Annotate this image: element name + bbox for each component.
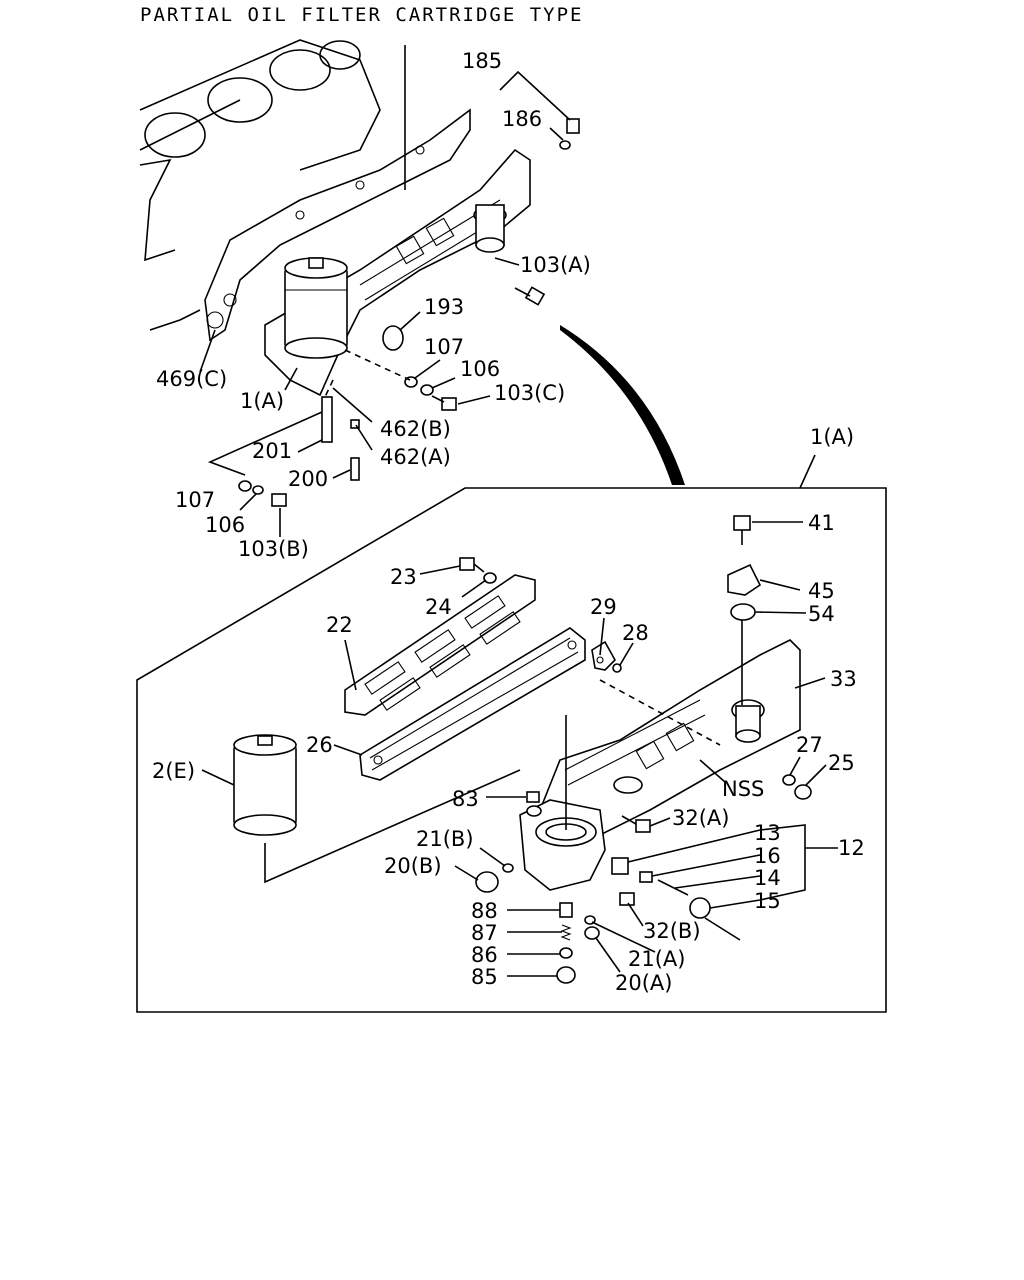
callout-106-top: 106 — [460, 357, 500, 381]
callout-185: 185 — [462, 49, 502, 73]
callout-103a-top: 103(A) — [520, 253, 591, 277]
plug-20a — [584, 926, 600, 940]
callout-107-bottom: 107 — [175, 488, 215, 512]
callout-20b: 20(B) — [384, 854, 442, 878]
plug-83 — [526, 791, 540, 803]
valve-parts-12 — [611, 857, 741, 941]
callout-21b: 21(B) — [416, 827, 474, 851]
diagram-title: PARTIAL OIL FILTER CARTRIDGE TYPE — [140, 4, 584, 26]
washers-upper — [404, 376, 457, 411]
bolt-32a — [621, 815, 651, 833]
oil-cooler-housing-33 — [539, 639, 801, 841]
nut-25 — [794, 784, 812, 800]
callout-88: 88 — [471, 899, 498, 923]
plug-20b — [475, 863, 514, 893]
bolt-32b — [619, 892, 635, 906]
callout-27: 27 — [796, 733, 823, 757]
callout-32a: 32(A) — [672, 806, 729, 830]
callout-32b: 32(B) — [643, 919, 701, 943]
callout-200: 200 — [288, 467, 328, 491]
callout-41: 41 — [808, 511, 835, 535]
callout-1a-left: 1(A) — [240, 389, 284, 413]
cover-45 — [727, 563, 762, 596]
plug-193 — [382, 325, 404, 351]
engine-block-outline — [139, 39, 406, 262]
detail-box — [136, 487, 887, 1013]
callout-33: 33 — [830, 667, 857, 691]
plug-186 — [559, 118, 580, 150]
callout-83: 83 — [452, 787, 479, 811]
callout-54: 54 — [808, 602, 835, 626]
callout-86: 86 — [471, 943, 498, 967]
callout-15: 15 — [754, 889, 781, 913]
callout-462b: 462(B) — [380, 417, 451, 441]
callout-13: 13 — [754, 821, 781, 845]
callout-14: 14 — [754, 866, 781, 890]
bolt-103a-top — [514, 286, 546, 306]
callout-186: 186 — [502, 107, 542, 131]
callout-12: 12 — [838, 836, 865, 860]
bolt-41 — [733, 515, 751, 545]
filter-cartridge-2e — [233, 734, 297, 836]
callout-24: 24 — [425, 595, 452, 619]
detail-leader-lines — [201, 521, 838, 977]
callout-107-top: 107 — [424, 335, 464, 359]
cover-22 — [344, 574, 536, 716]
callout-23: 23 — [390, 565, 417, 589]
detail-arrow — [560, 325, 685, 485]
pipes-201-200 — [321, 396, 360, 481]
callout-462a: 462(A) — [380, 445, 451, 469]
callout-25: 25 — [828, 751, 855, 775]
upper-leader-lines — [199, 70, 571, 537]
callout-106-bottom: 106 — [205, 513, 245, 537]
gasket-26 — [359, 627, 586, 781]
washers-lower — [238, 480, 287, 507]
washer-27 — [782, 774, 796, 786]
callout-87: 87 — [471, 921, 498, 945]
callout-26: 26 — [306, 733, 333, 757]
callout-1a-detail: 1(A) — [810, 425, 854, 449]
callout-201: 201 — [252, 439, 292, 463]
callout-85: 85 — [471, 965, 498, 989]
callout-29: 29 — [590, 595, 617, 619]
screw-23 — [459, 557, 497, 584]
gasket-469c — [149, 108, 471, 342]
callout-28: 28 — [622, 621, 649, 645]
callout-103c: 103(C) — [494, 381, 565, 405]
callout-2e: 2(E) — [152, 759, 195, 783]
callout-16: 16 — [754, 844, 781, 868]
gasket-29 — [591, 640, 622, 673]
callout-469c: 469(C) — [156, 367, 227, 391]
callout-103b: 103(B) — [238, 537, 309, 561]
upper-filter-cartridge — [284, 257, 348, 359]
callout-22: 22 — [326, 613, 353, 637]
callout-193: 193 — [424, 295, 464, 319]
filter-mount-base — [519, 799, 606, 891]
callout-20a: 20(A) — [615, 971, 672, 995]
callout-nss: NSS — [722, 777, 764, 801]
spring-valve-stack — [556, 902, 576, 984]
callout-21a: 21(A) — [628, 947, 685, 971]
callout-45: 45 — [808, 579, 835, 603]
